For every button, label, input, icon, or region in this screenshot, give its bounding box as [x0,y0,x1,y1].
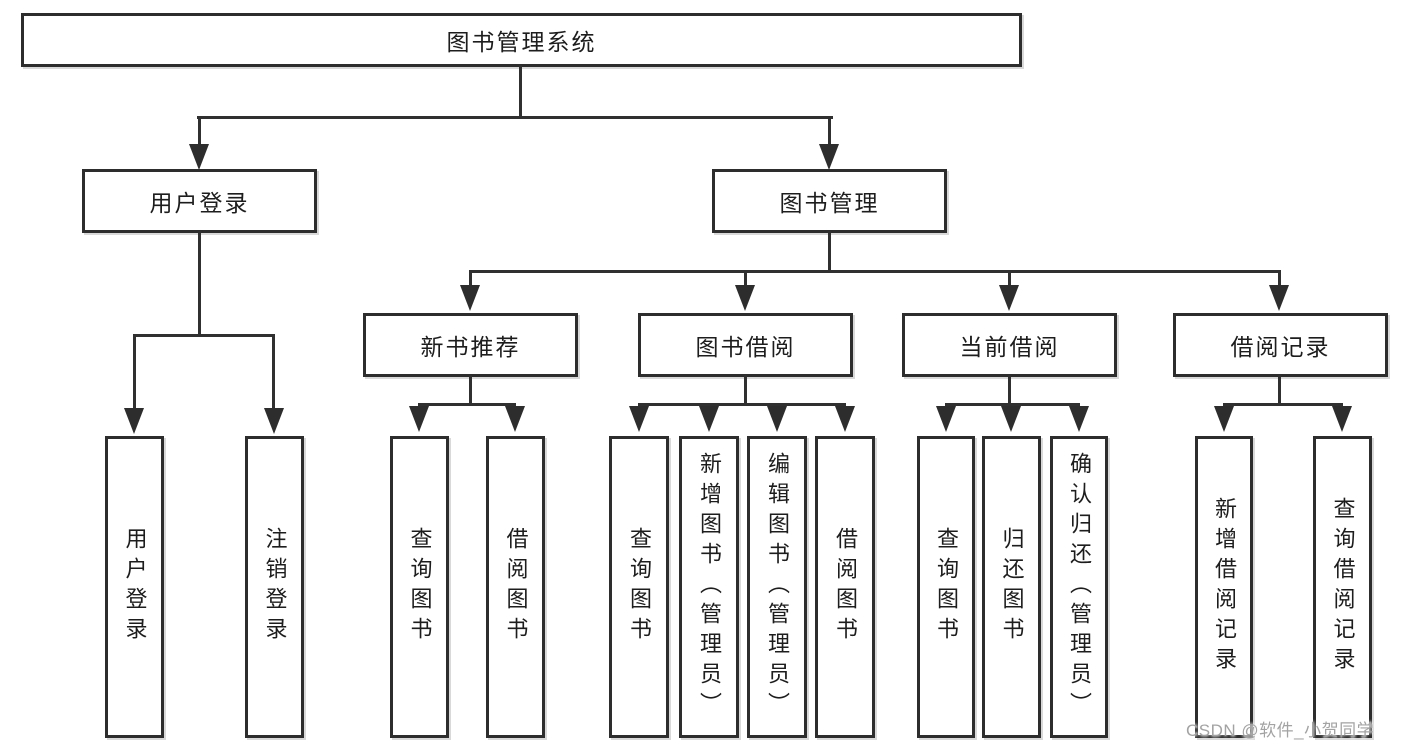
node-label: 图书借阅 [695,334,796,360]
connector-line [418,403,516,406]
leaf-query-books-current: 查询图书 [917,436,975,738]
leaf-label: 归还图书 [999,527,1025,647]
connector-line [744,270,747,288]
node-label: 用户登录 [149,190,250,216]
arrow-down-icon [1001,406,1021,432]
watermark: CSDN @软件_小贺同学 [1186,721,1375,740]
leaf-label: 借阅图书 [833,527,858,647]
connector-line [197,116,833,119]
leaf-label: 用户登录 [122,527,148,647]
leaf-edit-book-admin: 编辑图书（管理员） [747,436,807,738]
node-borrowing-records: 借阅记录 [1173,313,1388,377]
connector-line [744,375,747,406]
node-label: 图书管理 [779,190,880,216]
leaf-query-books-borrowing: 查询图书 [609,436,669,738]
leaf-add-borrow-record: 新增借阅记录 [1195,436,1253,738]
arrow-down-icon [189,144,209,170]
connector-line [638,403,846,406]
leaf-borrow-books-recommend: 借阅图书 [486,436,545,738]
connector-line [1008,270,1011,288]
leaf-user-login: 用户登录 [105,436,164,738]
leaf-label: 查询借阅记录 [1330,497,1356,677]
arrow-down-icon [264,408,284,434]
arrow-down-icon [819,144,839,170]
arrow-down-icon [767,406,787,432]
leaf-add-book-admin: 新增图书（管理员） [679,436,739,738]
connector-line [1223,403,1343,406]
connector-line [828,231,831,273]
node-new-book-recommendation: 新书推荐 [363,313,578,377]
connector-line [1278,270,1281,288]
connector-line [828,116,831,146]
arrow-down-icon [835,406,855,432]
node-book-borrowing: 图书借阅 [638,313,853,377]
leaf-borrow-books-borrowing: 借阅图书 [815,436,875,738]
node-label: 新书推荐 [420,334,521,360]
arrow-down-icon [1214,406,1234,432]
node-library-system: 图书管理系统 [21,13,1022,67]
leaf-query-borrow-record: 查询借阅记录 [1313,436,1372,738]
arrow-down-icon [735,285,755,311]
node-current-borrowing: 当前借阅 [902,313,1117,377]
leaf-query-books-recommend: 查询图书 [390,436,449,738]
leaf-label: 编辑图书（管理员） [765,452,790,722]
connector-line [272,334,275,410]
arrow-down-icon [409,406,429,432]
arrow-down-icon [999,285,1019,311]
arrow-down-icon [460,285,480,311]
leaf-label: 新增借阅记录 [1212,497,1237,677]
connector-line [469,375,472,406]
leaf-label: 查询图书 [934,527,959,647]
arrow-down-icon [1069,406,1089,432]
arrow-down-icon [124,408,144,434]
arrow-down-icon [699,406,719,432]
leaf-label: 注销登录 [262,527,288,647]
leaf-logout-login: 注销登录 [245,436,304,738]
connector-line [198,116,201,146]
leaf-label: 查询图书 [407,527,433,647]
connector-line [133,334,275,337]
leaf-return-books: 归还图书 [982,436,1041,738]
leaf-label: 借阅图书 [503,527,529,647]
leaf-label: 新增图书（管理员） [697,452,722,722]
connector-line [945,403,1080,406]
arrow-down-icon [505,406,525,432]
leaf-label: 查询图书 [627,527,652,647]
node-label: 图书管理系统 [446,29,597,55]
node-label: 当前借阅 [959,334,1060,360]
connector-line [469,270,472,288]
connector-line [1008,375,1011,406]
node-user-login: 用户登录 [82,169,317,233]
arrow-down-icon [1332,406,1352,432]
connector-line [133,334,136,410]
connector-line [198,231,201,337]
leaf-confirm-return-admin: 确认归还（管理员） [1050,436,1108,738]
node-label: 借阅记录 [1230,334,1331,360]
connector-line [1278,375,1281,406]
arrow-down-icon [1269,285,1289,311]
arrow-down-icon [629,406,649,432]
arrow-down-icon [936,406,956,432]
connector-line [519,65,522,119]
connector-line [469,270,1281,273]
node-book-management: 图书管理 [712,169,947,233]
leaf-label: 确认归还（管理员） [1067,452,1092,722]
